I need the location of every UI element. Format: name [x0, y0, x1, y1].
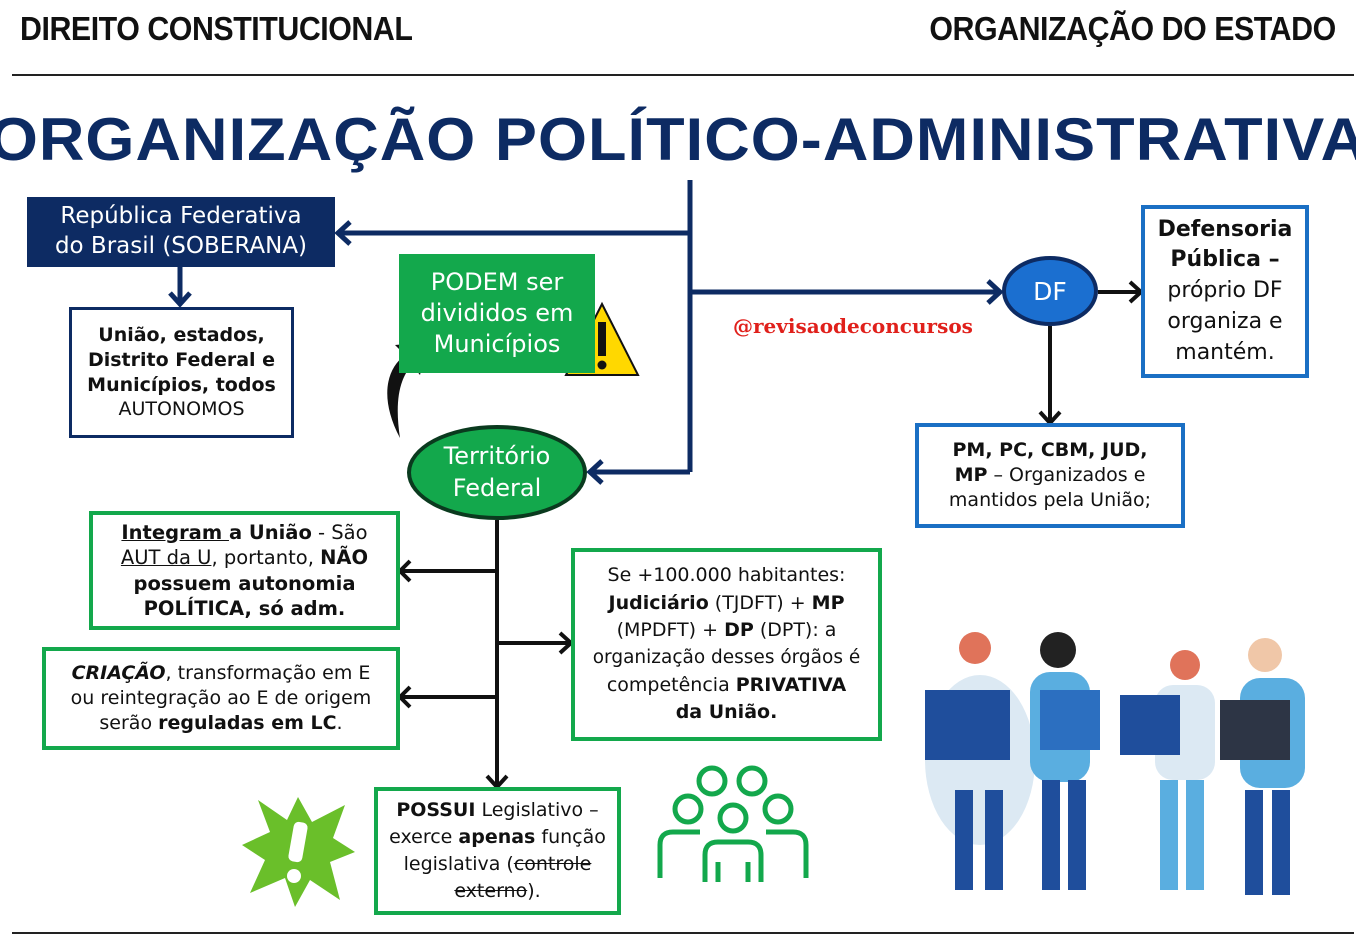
defensoria-line: Defensoria — [1157, 216, 1293, 242]
integram-text: a União — [228, 520, 312, 544]
territorio-line: Federal — [452, 473, 542, 502]
pm-line: mantidos pela União; — [948, 488, 1152, 511]
uniao-line: Distrito Federal e — [87, 348, 276, 371]
df-node: DF — [1002, 256, 1098, 326]
criacao-text: reguladas em LC — [158, 711, 337, 734]
defensoria-line: organiza e — [1167, 308, 1283, 334]
possui-text: exerce — [389, 826, 459, 849]
criacao-text: serão — [99, 711, 159, 734]
defensoria-line: mantém. — [1175, 339, 1275, 365]
pm-text: – Organizados e — [987, 464, 1146, 487]
defensoria-box: Defensoria Pública – próprio DF organiza… — [1141, 205, 1309, 378]
possui-text: legislativa ( — [403, 853, 514, 875]
republica-box: República Federativa do Brasil (SOBERANA… — [27, 197, 335, 267]
possui-text: função — [535, 826, 606, 849]
uniao-line: União, estados, — [98, 324, 265, 347]
se-text: (DPT): a — [753, 619, 837, 642]
podem-line: PODEM ser — [430, 267, 564, 296]
se-text: DP — [724, 619, 754, 642]
possui-text: externo — [454, 879, 528, 902]
criacao-text: , transformação em E — [165, 662, 371, 685]
people-group-icon — [657, 765, 809, 882]
podem-line: divididos em — [420, 298, 574, 327]
territorio-federal-node: Território Federal — [407, 425, 587, 520]
footer-divider — [12, 932, 1354, 934]
criacao-box: CRIAÇÃO, transformação em E ou reintegra… — [42, 647, 400, 750]
integram-box: Integram a União - São AUT da U, portant… — [89, 511, 400, 630]
se-text: (MPDFT) + — [616, 619, 725, 642]
possui-text: ). — [527, 879, 541, 902]
watermark-handle: @revisaodeconcursos — [733, 314, 973, 338]
criacao-text: ou reintegração ao E de origem — [70, 687, 372, 710]
integram-text: possuem autonomia — [133, 571, 356, 595]
se-text: PRIVATIVA — [735, 673, 847, 696]
uniao-box: União, estados, Distrito Federal e Munic… — [69, 307, 294, 438]
se-text: Judiciário — [608, 591, 709, 614]
defensoria-line: próprio DF — [1167, 278, 1283, 304]
header-subject: DIREITO CONSTITUCIONAL — [20, 10, 413, 47]
possui-text: controle — [513, 853, 592, 875]
criacao-text: CRIAÇÃO — [71, 662, 166, 685]
page-title: ORGANIZAÇÃO POLÍTICO-ADMINISTRATIVA — [0, 106, 1356, 173]
header-divider — [12, 74, 1354, 76]
habitantes-box: Se +100.000 habitantes: Judiciário (TJDF… — [571, 548, 882, 741]
pm-mp: MP — [954, 464, 988, 487]
people-puzzle-illustration — [925, 632, 1305, 895]
territorio-line: Território — [443, 442, 551, 471]
integram-text: NÃO — [320, 546, 369, 570]
se-text: Se +100.000 habitantes: — [607, 564, 846, 587]
uniao-line: AUTONOMOS — [118, 398, 245, 421]
integram-text: - São — [311, 520, 368, 544]
se-text: competência — [606, 673, 736, 696]
integram-text: Integram — [121, 520, 229, 544]
possui-text: Legislativo – — [475, 799, 599, 822]
integram-text: , portanto, — [211, 546, 321, 570]
se-text: da União. — [675, 701, 778, 724]
possui-text: POSSUI — [396, 799, 476, 822]
integram-text: POLÍTICA, só adm. — [143, 596, 346, 620]
exclamation-starburst-icon — [242, 797, 355, 907]
integram-text: AUT da U — [120, 546, 212, 570]
podem-box: PODEM ser divididos em Municípios — [399, 254, 595, 373]
pm-line: PM, PC, CBM, JUD, — [952, 439, 1148, 462]
se-text: (TJDFT) + — [708, 591, 812, 614]
republica-line: República Federativa — [60, 203, 302, 230]
se-text: MP — [811, 591, 845, 614]
pm-box: PM, PC, CBM, JUD, MP – Organizados e man… — [915, 423, 1185, 528]
possui-box: POSSUI Legislativo – exerce apenas funçã… — [374, 787, 621, 915]
se-text: organização desses órgãos é — [592, 646, 861, 668]
possui-text: apenas — [458, 826, 536, 849]
criacao-text: . — [336, 711, 343, 734]
defensoria-line: Pública – — [1170, 247, 1280, 273]
podem-line: Municípios — [433, 330, 561, 359]
header-topic: ORGANIZAÇÃO DO ESTADO — [929, 10, 1337, 47]
uniao-line: Municípios, todos — [87, 373, 276, 396]
republica-line: do Brasil (SOBERANA) — [54, 233, 308, 259]
